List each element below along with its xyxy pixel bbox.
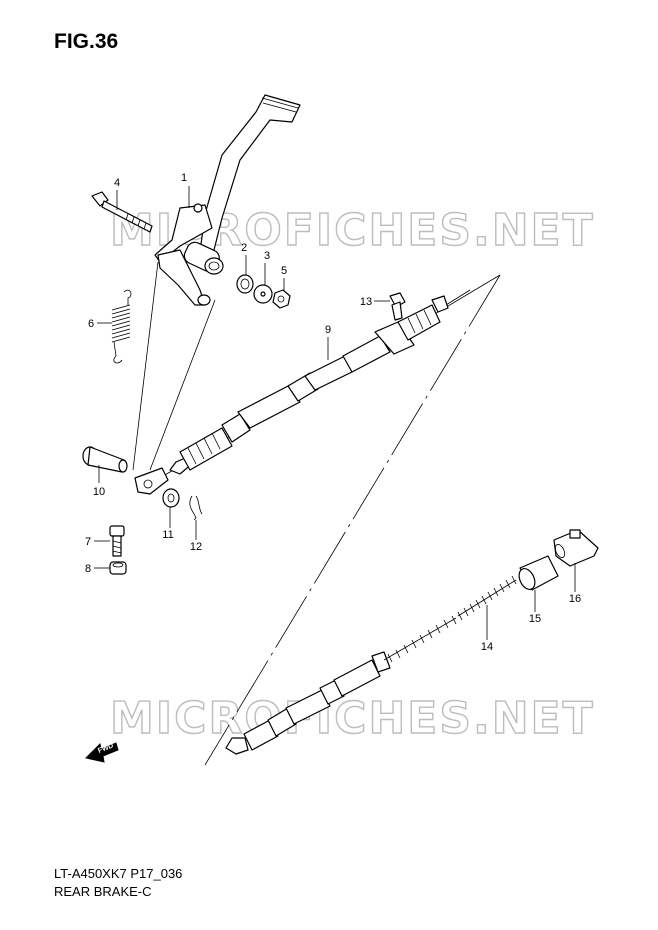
model-code: LT-A450XK7 P17_036	[54, 866, 183, 881]
svg-text:4: 4	[114, 177, 120, 189]
nut-5	[272, 289, 291, 309]
svg-text:3: 3	[264, 250, 270, 262]
section-name: REAR BRAKE-C	[54, 884, 152, 899]
callout-8: 8	[85, 563, 110, 575]
bolt-13	[389, 292, 406, 321]
callouts: 1 2 3 4 5 6 7 8	[85, 172, 581, 653]
callout-1: 1	[181, 172, 190, 208]
svg-text:12: 12	[190, 541, 202, 553]
svg-text:11: 11	[162, 529, 173, 541]
bolt-4	[91, 191, 153, 233]
forward-direction-marker: FWD	[85, 742, 119, 763]
callout-14: 14	[481, 605, 493, 653]
watermark-bottom: MICROFICHES.NET	[110, 693, 595, 744]
brake-cable-14	[225, 575, 517, 755]
svg-text:10: 10	[93, 486, 105, 498]
washer-2	[236, 274, 254, 294]
figure-title: FIG.36	[54, 30, 119, 53]
callout-7: 7	[85, 536, 110, 548]
callout-4: 4	[114, 177, 120, 210]
callout-11: 11	[162, 507, 174, 541]
callout-6: 6	[88, 318, 112, 330]
callout-9: 9	[325, 324, 331, 360]
callout-15: 15	[529, 590, 541, 625]
svg-text:16: 16	[569, 593, 581, 605]
svg-text:8: 8	[85, 563, 91, 575]
svg-text:6: 6	[88, 318, 94, 330]
clevis	[134, 467, 169, 495]
svg-text:5: 5	[281, 265, 287, 277]
callout-13: 13	[360, 296, 390, 308]
svg-text:14: 14	[481, 641, 493, 653]
brake-cable-9	[169, 289, 471, 475]
callout-16: 16	[569, 563, 581, 605]
assembly-lines	[132, 261, 501, 766]
svg-text:1: 1	[181, 172, 187, 184]
callout-5: 5	[281, 265, 287, 290]
callout-2: 2	[241, 242, 247, 275]
sleeve-15	[518, 555, 559, 591]
callout-3: 3	[264, 250, 270, 285]
cotter-pin-12	[189, 495, 203, 521]
svg-text:9: 9	[325, 324, 331, 336]
adjuster-16	[553, 529, 599, 567]
brake-pedal	[154, 94, 301, 306]
clevis-pin-10	[82, 446, 128, 473]
bolt-7	[109, 525, 125, 557]
svg-text:2: 2	[241, 242, 247, 254]
washer-11	[162, 488, 180, 508]
callout-10: 10	[93, 465, 105, 498]
return-spring	[111, 289, 132, 364]
callout-12: 12	[190, 520, 202, 553]
svg-text:7: 7	[85, 536, 91, 548]
nut-8	[109, 561, 127, 575]
svg-text:13: 13	[360, 296, 372, 308]
svg-text:15: 15	[529, 613, 541, 625]
